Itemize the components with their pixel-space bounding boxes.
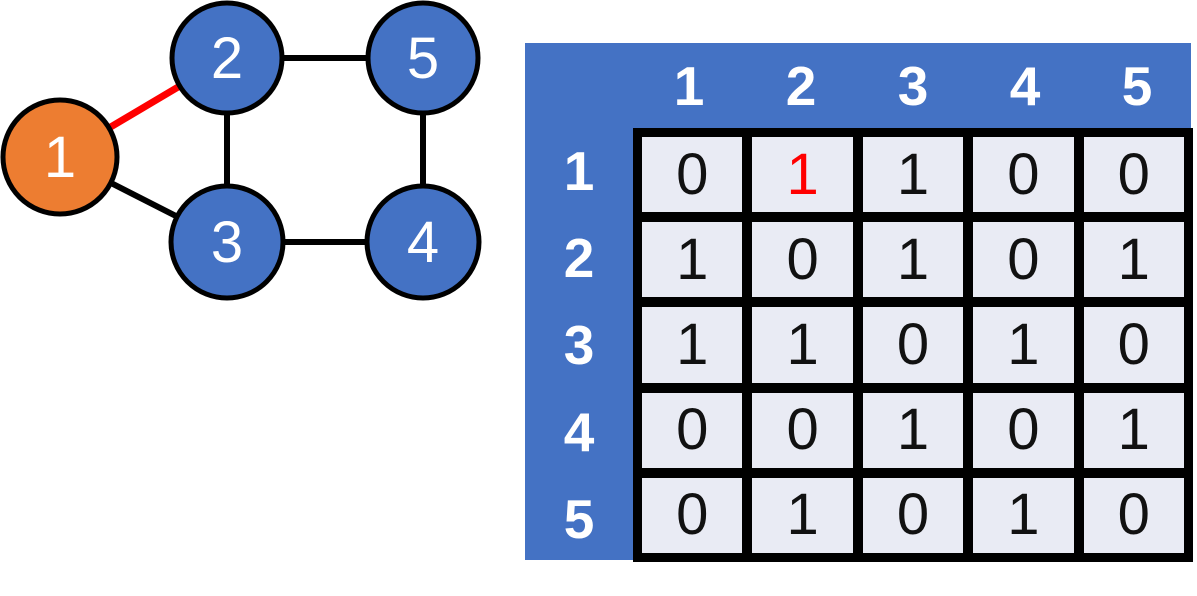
matrix-cell-5-3: 0 — [862, 477, 964, 553]
graph-node-circle-5 — [365, 0, 481, 116]
graph-node-4: 4 — [364, 183, 482, 301]
matrix-cell-4-3: 1 — [862, 392, 964, 468]
matrix-cell-5-2: 1 — [752, 477, 853, 553]
graph-node-label-4: 4 — [407, 210, 439, 275]
graph-node-2: 2 — [169, 0, 285, 116]
matrix-cell-2-1: 1 — [642, 222, 743, 298]
matrix-cell-4-1: 0 — [642, 392, 743, 468]
matrix-col-header-4: 4 — [1009, 54, 1041, 117]
matrix-cell-1-5: 0 — [1083, 137, 1184, 213]
matrix-col-header-5: 5 — [1121, 54, 1153, 117]
graph-node-label-1: 1 — [44, 125, 76, 190]
matrix-col-header-2: 2 — [785, 54, 817, 117]
graph-node-5: 5 — [365, 0, 481, 116]
matrix-col-header-1: 1 — [673, 54, 705, 117]
graph-node-3: 3 — [168, 183, 286, 301]
matrix-cell-1-4: 0 — [973, 137, 1074, 213]
matrix-cell-2-5: 1 — [1083, 222, 1184, 298]
graph-node-circle-1 — [0, 97, 120, 217]
matrix-cell-1-1: 0 — [642, 137, 743, 213]
matrix-row-header-2: 2 — [563, 227, 595, 290]
matrix-cell-3-5: 0 — [1083, 307, 1184, 383]
graph-node-label-2: 2 — [211, 26, 243, 91]
matrix-cell-5-1: 0 — [642, 477, 743, 553]
matrix-cell-2-2: 0 — [752, 222, 853, 298]
matrix-row-headers: 1 2 3 4 5 — [525, 128, 633, 562]
matrix-cell-2-3: 1 — [862, 222, 964, 298]
matrix-cell-1-2: 1 — [752, 137, 853, 213]
matrix-row-header-5: 5 — [563, 487, 595, 550]
graph-node-circle-4 — [364, 183, 482, 301]
matrix-cell-3-1: 1 — [642, 307, 743, 383]
matrix-row-header-1: 1 — [563, 140, 595, 203]
matrix-row-header-3: 3 — [563, 313, 595, 376]
matrix-cell-5-5: 0 — [1083, 477, 1184, 553]
matrix-col-header-3: 3 — [897, 54, 929, 117]
matrix-cell-4-5: 1 — [1083, 392, 1184, 468]
matrix-cell-4-4: 0 — [973, 392, 1074, 468]
graph-node-circle-3 — [168, 183, 286, 301]
graph-node-circle-2 — [169, 0, 285, 116]
matrix-column-headers: 1 2 3 4 5 — [633, 43, 1193, 128]
matrix-cell-5-4: 1 — [973, 477, 1074, 553]
matrix-cell-1-3: 1 — [862, 137, 964, 213]
graph-node-label-5: 5 — [407, 26, 439, 91]
matrix-cell-3-2: 1 — [752, 307, 853, 383]
graph-node-label-3: 3 — [211, 210, 243, 275]
matrix-cell-3-4: 1 — [973, 307, 1074, 383]
matrix-row-header-4: 4 — [563, 400, 595, 463]
matrix-cell-4-2: 0 — [752, 392, 853, 468]
matrix-cell-3-3: 0 — [862, 307, 964, 383]
graph-diagram: 1 2 3 4 5 — [0, 0, 482, 301]
matrix-cell-2-4: 0 — [973, 222, 1074, 298]
graph-node-1: 1 — [0, 97, 120, 217]
